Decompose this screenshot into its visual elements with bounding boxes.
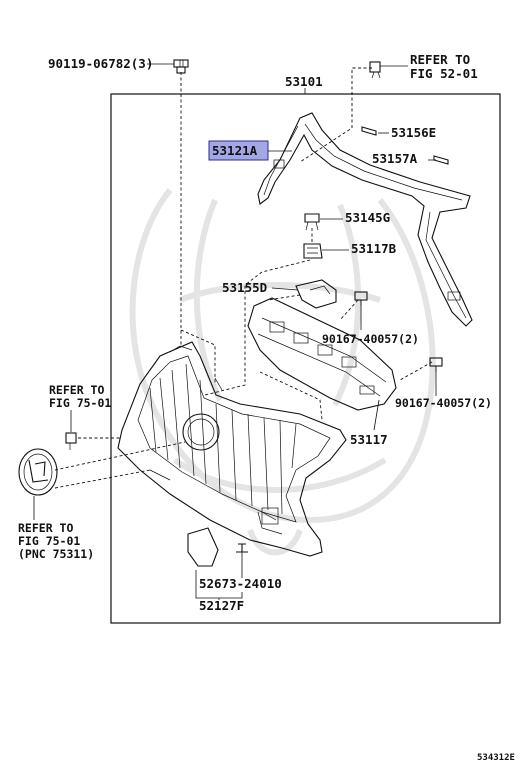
label-grille-panel-53117[interactable]: 53117 [350,432,388,447]
bracket-53155d[interactable] [295,279,337,309]
leader-lines [195,88,437,600]
label-molding-upper[interactable]: 53121A [212,143,258,158]
bolt-fig75[interactable] [65,432,77,450]
label-refer-fig75-line1[interactable]: REFER TO [49,383,104,397]
bracket-53117b[interactable] [303,243,323,259]
label-refer-fig52-line2[interactable]: FIG 52-01 [410,66,478,81]
label-screw-90167-a[interactable]: 90167-40057(2) [322,332,419,346]
bolt-90119[interactable] [173,59,189,74]
label-emblem-53157a[interactable]: 53157A [372,151,418,166]
guide-lines [54,67,433,489]
clip-52673[interactable] [236,543,248,553]
label-screw-90167-b[interactable]: 90167-40057(2) [395,396,492,410]
panel-53117[interactable] [247,297,397,411]
label-clip-52673[interactable]: 52673-24010 [199,576,282,591]
label-clip-53145g[interactable]: 53145G [345,210,390,225]
label-cover-52127f[interactable]: 52127F [199,598,244,613]
diagram-id: 534312E [477,753,515,763]
label-emblem-53156e[interactable]: 53156E [391,125,436,140]
label-grille-assy[interactable]: 53101 [285,74,323,89]
clip-fig52[interactable] [369,61,381,79]
label-refer-fig52-line1[interactable]: REFER TO [410,52,470,67]
front-emblem-75311[interactable] [18,448,58,496]
cover-52127f[interactable] [187,527,219,567]
emblem-53156e[interactable] [361,126,377,136]
molding-53121a[interactable] [257,112,473,327]
label-refer-fig75b-line2[interactable]: FIG 75-01 [18,534,80,548]
label-bolt-top[interactable]: 90119-06782(3) [48,56,153,71]
label-refer-fig75-line2[interactable]: FIG 75-01 [49,396,111,410]
screw-90167-b[interactable] [429,357,443,372]
emblem-53157a[interactable] [433,155,449,165]
watermark-emblem [129,188,436,556]
highlight-53121a [208,140,269,161]
assembly-frame [110,93,501,624]
label-refer-fig75b-line1[interactable]: REFER TO [18,521,73,535]
clip-53145g[interactable] [304,213,320,231]
screw-90167-a[interactable] [354,291,368,306]
grille-53101[interactable] [117,341,347,557]
label-bracket-53117b[interactable]: 53117B [351,241,397,256]
label-refer-fig75b-line3[interactable]: (PNC 75311) [18,547,94,561]
